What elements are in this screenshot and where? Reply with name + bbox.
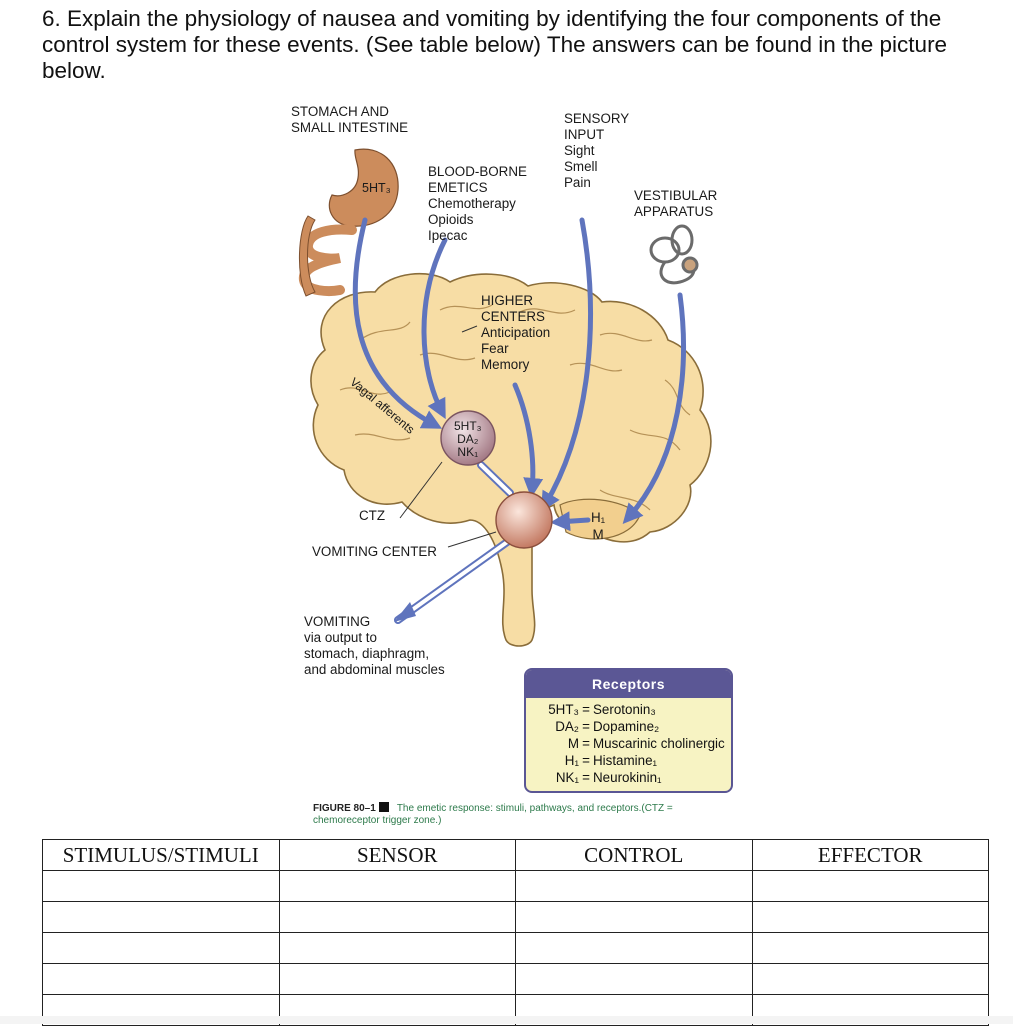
answer-cell[interactable] xyxy=(515,901,753,933)
answer-cell[interactable] xyxy=(751,870,989,902)
header-effector: EFFECTOR xyxy=(751,839,989,871)
receptor-row: M=Muscarinic cholinergic xyxy=(567,736,725,751)
blood-borne-arrow xyxy=(421,237,448,420)
table-row xyxy=(42,932,989,964)
ctz-receptor-label: 5HT₃ DA₂ NK₁ xyxy=(454,419,482,459)
receptors-legend: Receptors 5HT₃=Serotonin₃ DA₂=Dopamine₂ … xyxy=(524,668,733,793)
table-header-row: STIMULUS/STIMULI SENSOR CONTROL EFFECTOR xyxy=(42,839,989,871)
answer-cell[interactable] xyxy=(278,932,516,964)
answer-cell[interactable] xyxy=(751,963,989,995)
emetic-response-diagram xyxy=(298,148,712,647)
figure-number: FIGURE 80–1 xyxy=(313,803,376,814)
stomach-label: STOMACH AND SMALL INTESTINE xyxy=(291,104,409,135)
caption-square-icon xyxy=(378,802,389,812)
ctz-label: CTZ xyxy=(359,508,386,523)
table-row xyxy=(42,963,989,995)
answer-cell[interactable] xyxy=(515,963,753,995)
vomiting-center-label: VOMITING CENTER xyxy=(312,544,437,559)
vestibular-arrow xyxy=(622,292,686,524)
higher-centers-arrow xyxy=(512,382,544,498)
answer-table: STIMULUS/STIMULI SENSOR CONTROL EFFECTOR xyxy=(42,839,989,1026)
header-control: CONTROL xyxy=(515,839,753,871)
caption-text: The emetic response: stimuli, pathways, … xyxy=(313,803,673,826)
pathway-arrows xyxy=(352,217,686,532)
question-text: 6. Explain the physiology of nausea and … xyxy=(42,6,948,83)
vestibular-receptor-arrow xyxy=(550,511,591,532)
table-row xyxy=(42,901,989,933)
table-row xyxy=(42,870,989,902)
gut-receptor-label: 5HT₃ xyxy=(362,181,391,195)
answer-cell[interactable] xyxy=(278,963,516,995)
header-sensor: SENSOR xyxy=(278,839,516,871)
receptor-row: NK₁=Neurokinin₁ xyxy=(555,770,662,785)
stomach-and-intestine-drawing xyxy=(298,148,399,297)
vestibular-label: VESTIBULAR APPARATUS xyxy=(634,188,718,219)
leader-lines xyxy=(399,325,497,548)
answer-cell[interactable] xyxy=(42,932,280,964)
higher-centers-label: HIGHER CENTERS Anticipation Fear Memory xyxy=(481,293,551,372)
inner-ear-drawing xyxy=(649,224,699,285)
receptor-row: 5HT₃=Serotonin₃ xyxy=(548,702,656,717)
answer-cell[interactable] xyxy=(42,901,280,933)
answer-cell[interactable] xyxy=(278,870,516,902)
vagal-afferent-arrow xyxy=(352,217,443,429)
answer-cell[interactable] xyxy=(515,870,753,902)
receptors-title: Receptors xyxy=(526,670,731,698)
vomiting-center-circle xyxy=(495,491,553,549)
sensory-input-arrow xyxy=(540,217,593,512)
vestibular-receptor-label: H₁ M xyxy=(591,510,606,542)
answer-cell[interactable] xyxy=(515,932,753,964)
sensory-input-label: SENSORY INPUT Sight Smell Pain xyxy=(564,111,630,190)
page-bottom-strip xyxy=(0,1016,1013,1024)
header-stimulus: STIMULUS/STIMULI xyxy=(42,839,280,871)
answer-cell[interactable] xyxy=(42,963,280,995)
receptor-row: H₁=Histamine₁ xyxy=(564,753,658,768)
answer-cell[interactable] xyxy=(751,932,989,964)
blood-borne-label: BLOOD-BORNE EMETICS Chemotherapy Opioids… xyxy=(428,164,527,243)
vomiting-output-label: VOMITING via output to stomach, diaphrag… xyxy=(304,614,445,677)
ctz-circle xyxy=(440,410,496,466)
output-arrows xyxy=(394,461,514,624)
answer-cell[interactable] xyxy=(278,901,516,933)
answer-cell[interactable] xyxy=(42,870,280,902)
answer-cell[interactable] xyxy=(751,901,989,933)
receptor-row: DA₂=Dopamine₂ xyxy=(555,719,660,734)
